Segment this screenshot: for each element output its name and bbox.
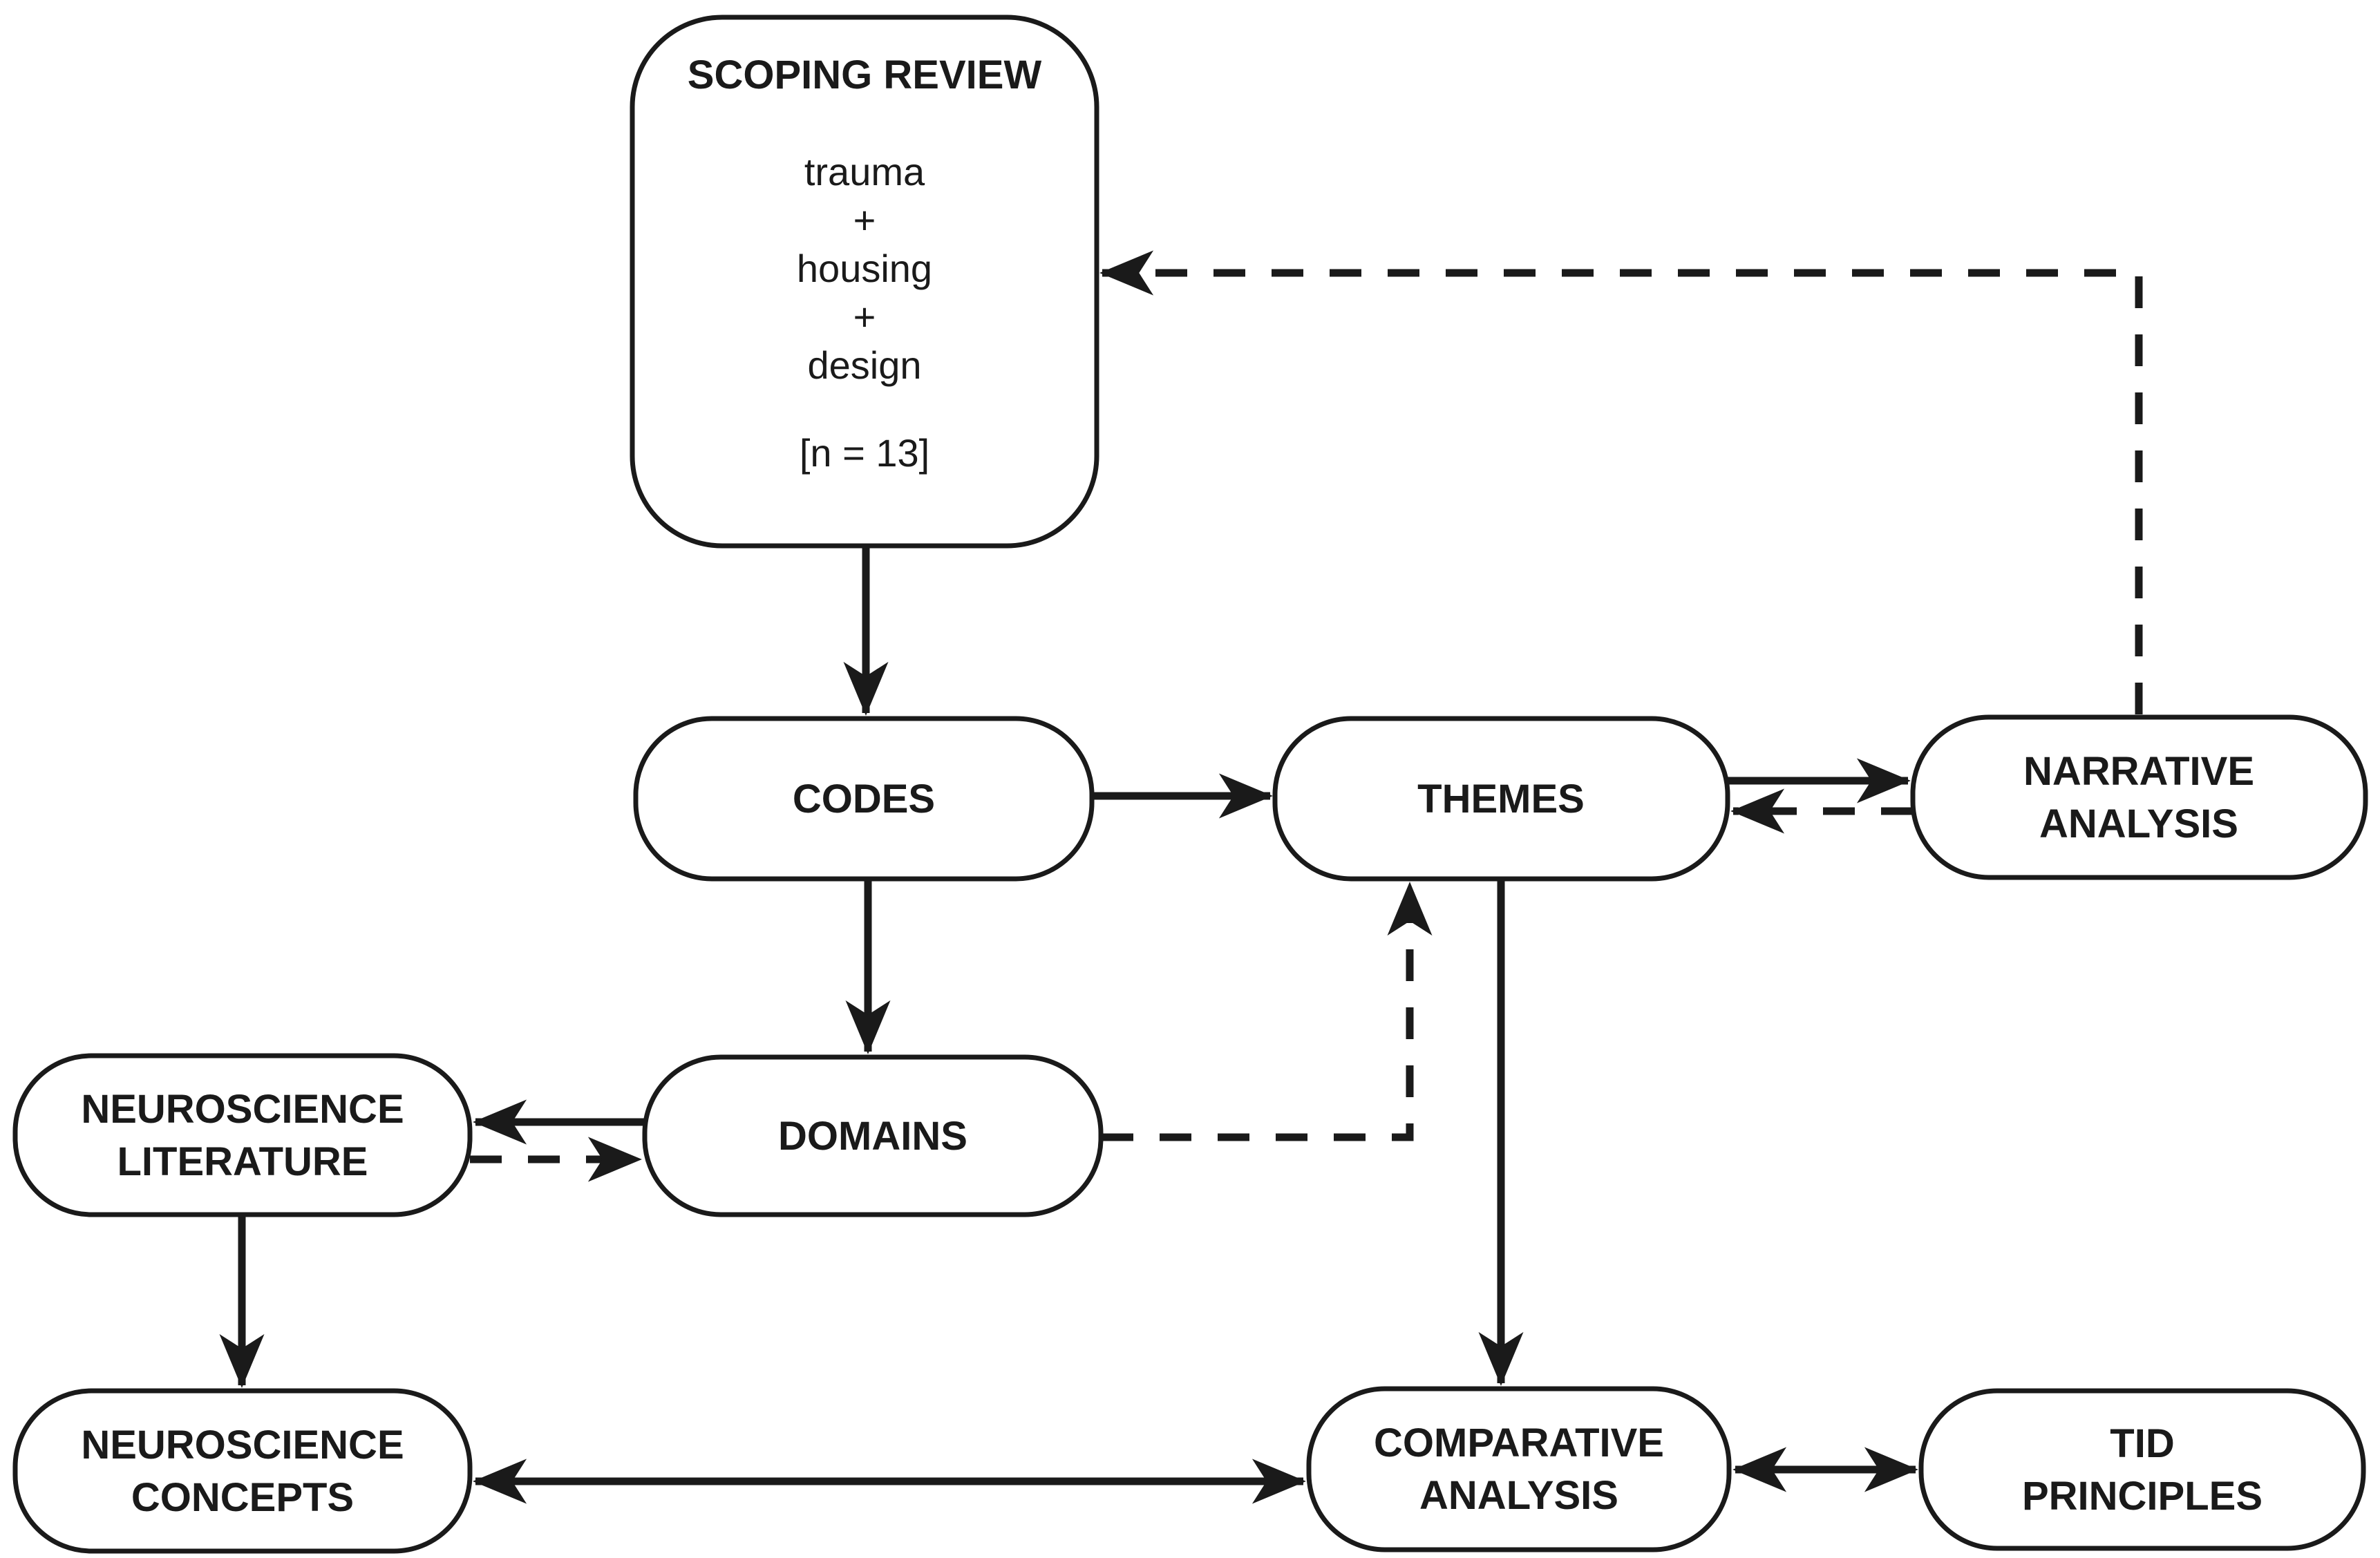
scoping-review-sample-size: [n = 13] <box>800 431 929 475</box>
edge-domains-to-themes-dashed <box>1102 882 1433 1141</box>
edge-narrative-analysis-to-scoping-review-dashed <box>1099 250 2143 714</box>
node-neuroscience-literature: NEUROSCIENCE LITERATURE <box>12 1053 473 1217</box>
scoping-review-keyword3: design <box>807 343 921 387</box>
scoping-review-plus1: + <box>853 198 876 242</box>
node-neuroscience-concepts-line2: CONCEPTS <box>131 1475 354 1520</box>
node-neuroscience-literature-line1: NEUROSCIENCE <box>81 1087 404 1132</box>
node-comparative-analysis-line1: COMPARATIVE <box>1374 1421 1664 1465</box>
node-tid-principles-line2: PRINCIPLES <box>2022 1474 2263 1519</box>
scoping-review-keyword1: trauma <box>804 150 925 193</box>
edges-layer <box>219 250 2143 1504</box>
node-scoping-review-title: SCOPING REVIEW <box>688 53 1042 97</box>
node-tid-principles-line1: TID <box>2110 1421 2174 1466</box>
node-themes: THEMES <box>1272 716 1730 882</box>
node-neuroscience-concepts: NEUROSCIENCE CONCEPTS <box>12 1388 473 1554</box>
node-scoping-review: SCOPING REVIEW trauma + housing + design… <box>630 15 1099 549</box>
node-narrative-analysis-line1: NARRATIVE <box>2023 749 2254 794</box>
node-tid-principles-box <box>1918 1388 2366 1551</box>
node-comparative-analysis: COMPARATIVE ANALYSIS <box>1306 1386 1732 1552</box>
node-narrative-analysis-box <box>1910 714 2368 880</box>
node-domains: DOMAINS <box>642 1054 1104 1217</box>
node-neuroscience-concepts-line1: NEUROSCIENCE <box>81 1423 404 1467</box>
node-themes-box <box>1272 716 1730 882</box>
node-codes-box <box>633 716 1095 882</box>
nodes-layer: SCOPING REVIEW trauma + housing + design… <box>12 15 2368 1554</box>
node-neuroscience-literature-box <box>12 1053 473 1217</box>
node-themes-label: THEMES <box>1417 777 1585 821</box>
node-comparative-analysis-line2: ANALYSIS <box>1419 1473 1618 1518</box>
node-scoping-review-box <box>630 15 1099 549</box>
node-comparative-analysis-box <box>1306 1386 1732 1552</box>
node-narrative-analysis-line2: ANALYSIS <box>2039 801 2238 846</box>
node-domains-label: DOMAINS <box>778 1114 967 1159</box>
node-neuroscience-literature-line2: LITERATURE <box>117 1139 368 1184</box>
node-tid-principles: TID PRINCIPLES <box>1918 1388 2366 1551</box>
scoping-review-plus2: + <box>853 295 876 339</box>
node-domains-box <box>642 1054 1104 1217</box>
node-narrative-analysis: NARRATIVE ANALYSIS <box>1910 714 2368 880</box>
scoping-review-keyword2: housing <box>797 247 932 290</box>
node-codes-label: CODES <box>793 777 935 821</box>
node-codes: CODES <box>633 716 1095 882</box>
node-neuroscience-concepts-box <box>12 1388 473 1554</box>
